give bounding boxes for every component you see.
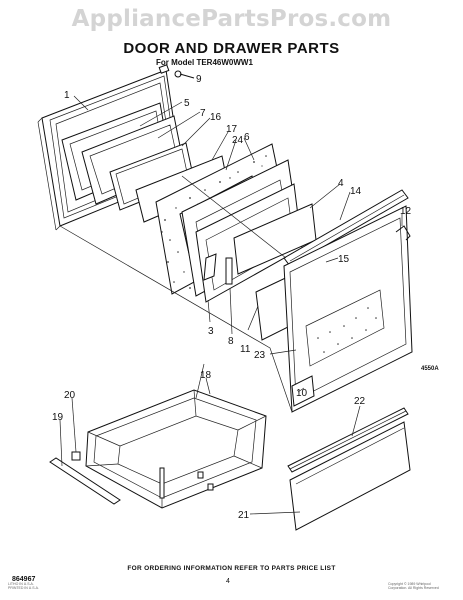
- fine-print-left-line: PRINTED IN U.S.A.: [8, 586, 39, 590]
- callout-1: 1: [64, 90, 70, 101]
- part-21-drawer-front: [289, 421, 411, 531]
- page-number: 4: [226, 578, 230, 585]
- fine-print-right: Copyright © 1989 Whirlpool Corporation. …: [388, 582, 439, 590]
- callout-6: 6: [244, 132, 250, 143]
- fine-print-left-line: LITHO IN U.S.A.: [8, 582, 34, 586]
- fine-print-left: LITHO IN U.S.A. PRINTED IN U.S.A.: [8, 582, 39, 590]
- callout-10: 10: [296, 388, 308, 399]
- diagram-code: 4550A: [421, 366, 439, 372]
- callout-11: 11: [240, 344, 251, 355]
- part-22-drawer-trim: [287, 407, 409, 473]
- leader-lines: [59, 95, 403, 515]
- callout-24: 24: [232, 135, 244, 146]
- callout-3: 3: [208, 326, 214, 337]
- callout-4: 4: [338, 178, 344, 189]
- callout-19: 19: [52, 412, 64, 423]
- callout-16: 16: [210, 112, 222, 123]
- fine-print-right-line: Copyright © 1989 Whirlpool: [388, 582, 431, 586]
- callout-14: 14: [350, 186, 362, 197]
- callout-12: 12: [400, 206, 412, 217]
- callout-7: 7: [200, 108, 206, 119]
- part-14-top-trim: [283, 189, 409, 267]
- callout-labels: 1 9 5 7 16 17 24 6 4 14 12 15 3 8 11 23 …: [52, 74, 412, 521]
- part-12-bracket: [395, 225, 411, 241]
- callout-15: 15: [338, 254, 350, 265]
- document-part-number: 864967: [12, 576, 36, 583]
- part-9-screw: [174, 70, 195, 79]
- callout-20: 20: [64, 390, 76, 401]
- part-20-roller: [71, 451, 81, 461]
- callout-18: 18: [200, 370, 212, 381]
- watermark-text: AppliancePartsPros.com: [71, 6, 392, 32]
- part-8-hinge: [203, 253, 233, 285]
- callout-22: 22: [354, 396, 366, 407]
- callout-17: 17: [226, 124, 238, 135]
- part-19-drawer-rail: [49, 457, 121, 505]
- part-18-drawer-pan: [85, 389, 267, 509]
- fine-print-right-line: Corporation. All Rights Reserved: [388, 586, 439, 590]
- part-23-outer-door-panel: [283, 205, 413, 413]
- diagram-title: DOOR AND DRAWER PARTS: [123, 40, 340, 57]
- callout-9: 9: [196, 74, 202, 85]
- callout-8: 8: [228, 336, 234, 347]
- ordering-note: FOR ORDERING INFORMATION REFER TO PARTS …: [127, 565, 336, 572]
- callout-23: 23: [254, 350, 266, 361]
- callout-21: 21: [238, 510, 250, 521]
- callout-5: 5: [184, 98, 190, 109]
- model-subtitle: For Model TER46W0WW1: [156, 58, 253, 67]
